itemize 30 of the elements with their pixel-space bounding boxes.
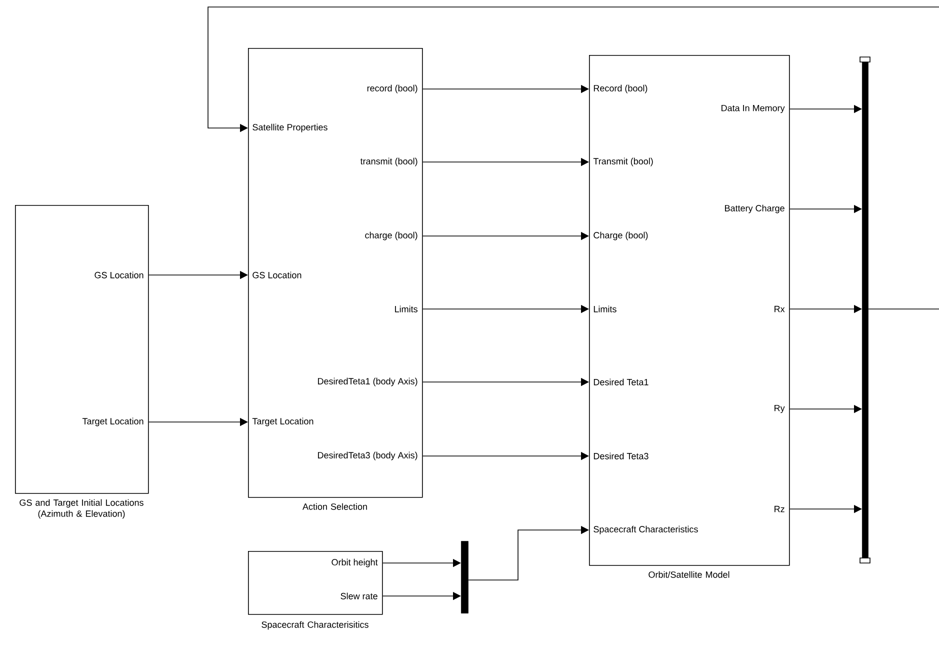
port-label: Target Location: [252, 418, 314, 426]
block-name: Action Selection: [302, 503, 367, 510]
port-label: Ry: [774, 404, 785, 414]
port-label: Charge (bool): [594, 232, 648, 240]
block-name: Spacecraft Characterisitics: [262, 621, 368, 630]
block-name: GS and Target Initial Locations (Azimuth & Elevation): [20, 499, 144, 519]
port-label: DesiredTeta1 (body Axis): [318, 378, 418, 386]
port-label: Spacecraft Characteristics: [594, 526, 698, 534]
port-label: charge (bool): [365, 232, 418, 240]
port-label: Target Location: [82, 418, 144, 426]
port-label: Desired Teta3: [594, 452, 648, 460]
port-label: Satellite Properties: [252, 124, 328, 132]
block-name: Orbit/Satellite Model: [648, 571, 730, 578]
bus-bar: [860, 56, 870, 564]
port-label: record (bool): [367, 84, 418, 94]
port-label: transmit (bool): [360, 158, 418, 166]
port-label: Slew rate: [340, 592, 378, 600]
port-label: Battery Charge: [725, 204, 784, 214]
port-label: Desired Teta1: [594, 378, 648, 386]
port-label: Limits: [594, 306, 616, 312]
port-label: DesiredTeta3 (body Axis): [318, 452, 418, 460]
port-label: GS Location: [94, 272, 144, 278]
port-label: GS Location: [252, 272, 302, 278]
port-label: Limits: [395, 306, 418, 312]
port-label: Rx: [774, 306, 785, 312]
port-label: Data In Memory: [722, 104, 785, 114]
port-label: Transmit (bool): [593, 158, 653, 166]
port-label: Orbit height: [332, 558, 378, 568]
port-label: Rz: [774, 506, 784, 512]
port-label: Record (bool): [594, 84, 648, 94]
